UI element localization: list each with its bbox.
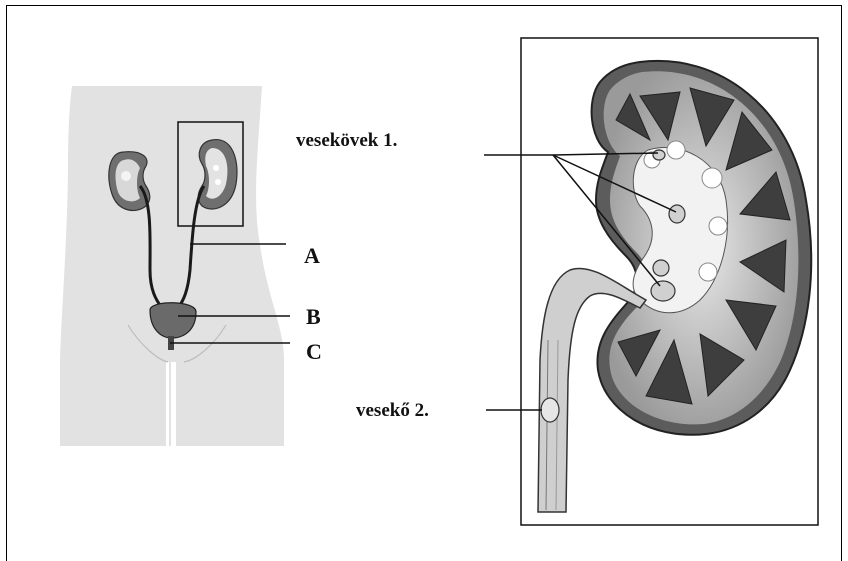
label-stones-1: vesekövek 1. [296,131,397,150]
label-a: A [304,245,320,267]
ureter-stone [541,398,559,422]
label-b: B [306,306,321,328]
body-silhouette [60,86,284,446]
label-stone-2: vesekő 2. [356,401,429,420]
label-c: C [306,341,322,363]
